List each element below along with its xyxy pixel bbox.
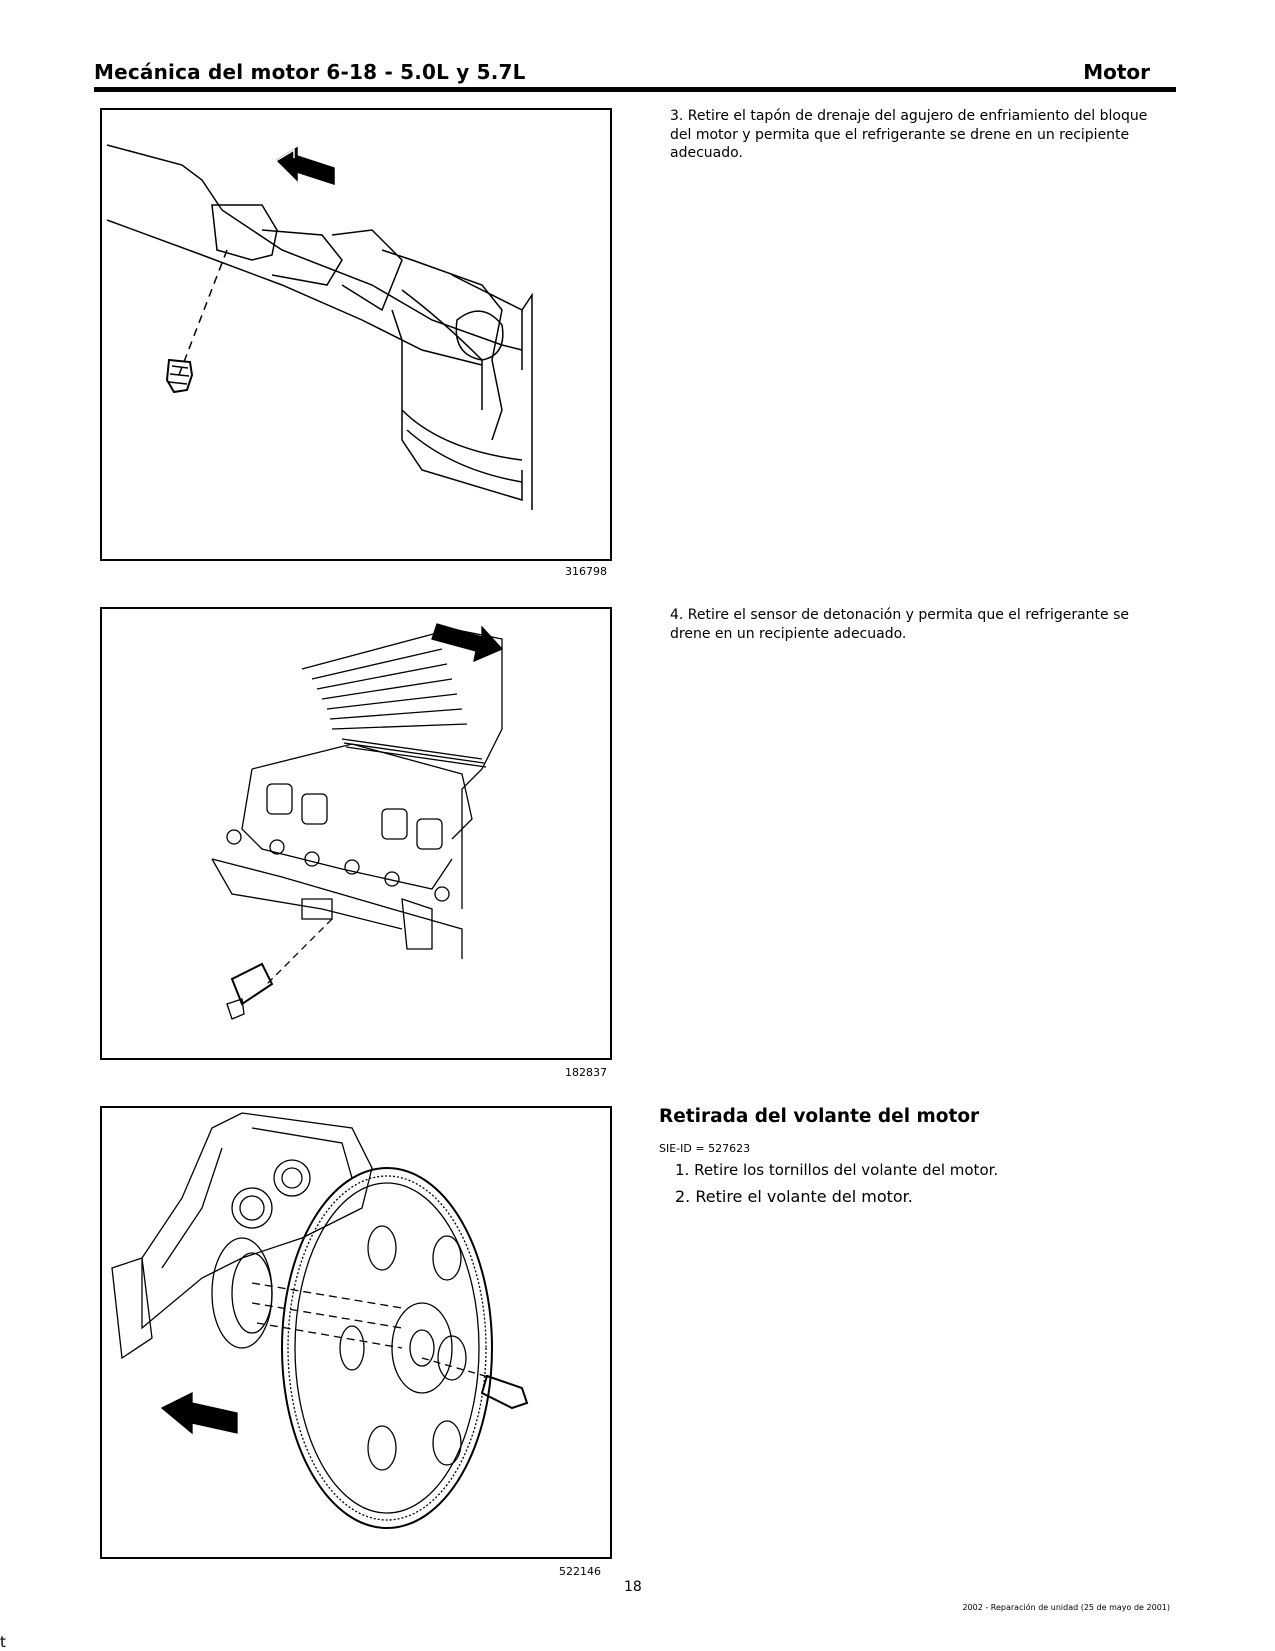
list-item: 1. Retire los tornillos del volante del … [675, 1161, 999, 1179]
figure-coolant-drain-plug [100, 108, 612, 561]
step-3-text: 3. Retire el tapón de drenaje del agujer… [670, 108, 1148, 161]
figure-id: 182837 [565, 1066, 607, 1079]
page-header-section: Motor [1083, 60, 1150, 84]
page-number: 18 [624, 1579, 642, 1595]
flywheel-illustration [102, 1108, 610, 1557]
figure-knock-sensor [100, 607, 612, 1060]
header-rule [94, 87, 1176, 92]
section-heading: Retirada del volante del motor [659, 1106, 980, 1127]
corner-mark: t [0, 1633, 6, 1651]
footer-note: 2002 - Reparación de unidad (25 de mayo … [962, 1603, 1170, 1612]
sie-id: SIE-ID = 527623 [659, 1142, 751, 1155]
knock-sensor-illustration [102, 609, 610, 1058]
page-header-title: Mecánica del motor 6-18 - 5.0L y 5.7L [94, 60, 526, 84]
figure-id: 316798 [565, 565, 607, 578]
figure-id: 522146 [559, 1565, 601, 1578]
figure-flywheel [100, 1106, 612, 1559]
coolant-drain-plug-illustration [102, 110, 610, 559]
step-4-text: 4. Retire el sensor de detonación y perm… [670, 607, 1130, 642]
list-item: 2. Retire el volante del motor. [675, 1187, 913, 1206]
